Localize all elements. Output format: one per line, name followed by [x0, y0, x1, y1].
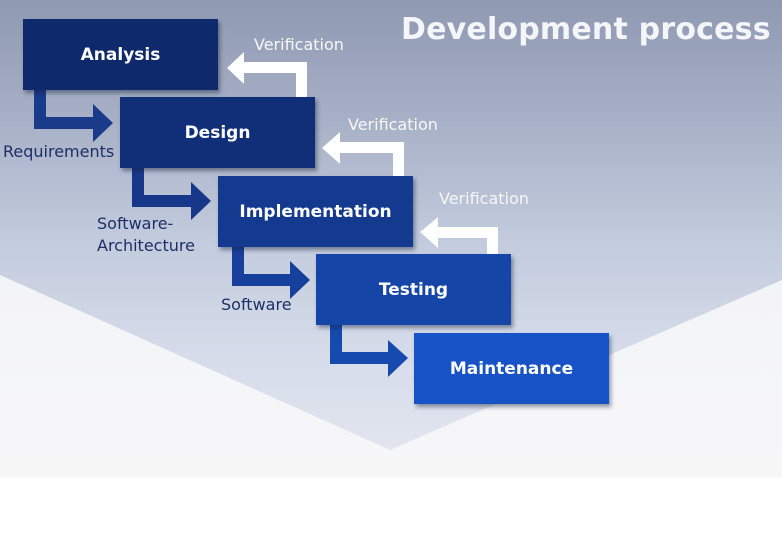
step-implementation: Implementation	[218, 176, 413, 247]
step-testing: Testing	[316, 254, 511, 325]
verification-label: Verification	[348, 115, 438, 134]
forward-arrow-icon	[34, 89, 113, 142]
step-label: Testing	[378, 279, 449, 300]
output-label-requirements: Requirements	[3, 142, 115, 161]
output-label-software-architecture: Software- Architecture	[97, 213, 195, 257]
verification-arrow-icon	[322, 132, 404, 176]
step-label: Maintenance	[449, 358, 574, 379]
step-maintenance: Maintenance	[414, 333, 609, 404]
forward-arrow-icon	[232, 246, 310, 299]
diagram-canvas: Development process Analysis Design	[0, 0, 782, 477]
output-label-line: Software-	[97, 214, 174, 233]
forward-arrow-icon	[330, 325, 408, 377]
step-design: Design	[120, 97, 315, 168]
forward-arrow-icon	[132, 167, 211, 220]
page-title: Development process	[401, 12, 771, 47]
output-label-line: Architecture	[97, 236, 195, 255]
verification-arrow-icon	[227, 52, 307, 97]
arrows-layer	[34, 52, 498, 377]
step-label: Design	[184, 122, 251, 143]
step-analysis: Analysis	[23, 19, 218, 90]
verification-label: Verification	[254, 35, 344, 54]
step-label: Analysis	[80, 44, 161, 65]
step-label: Implementation	[239, 201, 392, 222]
output-label-software: Software	[221, 295, 292, 314]
background-floor	[0, 275, 782, 477]
verification-label: Verification	[439, 189, 529, 208]
verification-arrow-icon	[420, 217, 498, 254]
